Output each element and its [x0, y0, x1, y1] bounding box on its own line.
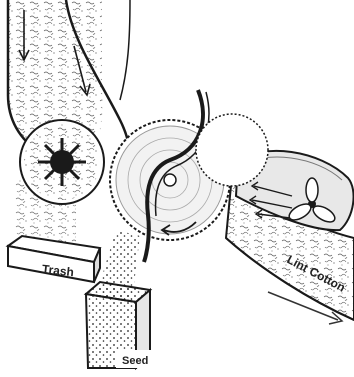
trash-label: Trash — [41, 262, 74, 279]
seed-label: Seed — [122, 355, 148, 367]
saw-hub-icon — [164, 174, 176, 186]
seed-box: Seed — [86, 282, 152, 368]
doffing-brush — [196, 114, 268, 186]
cleaning-cylinder — [20, 120, 104, 204]
trash-box: Trash — [8, 236, 100, 282]
